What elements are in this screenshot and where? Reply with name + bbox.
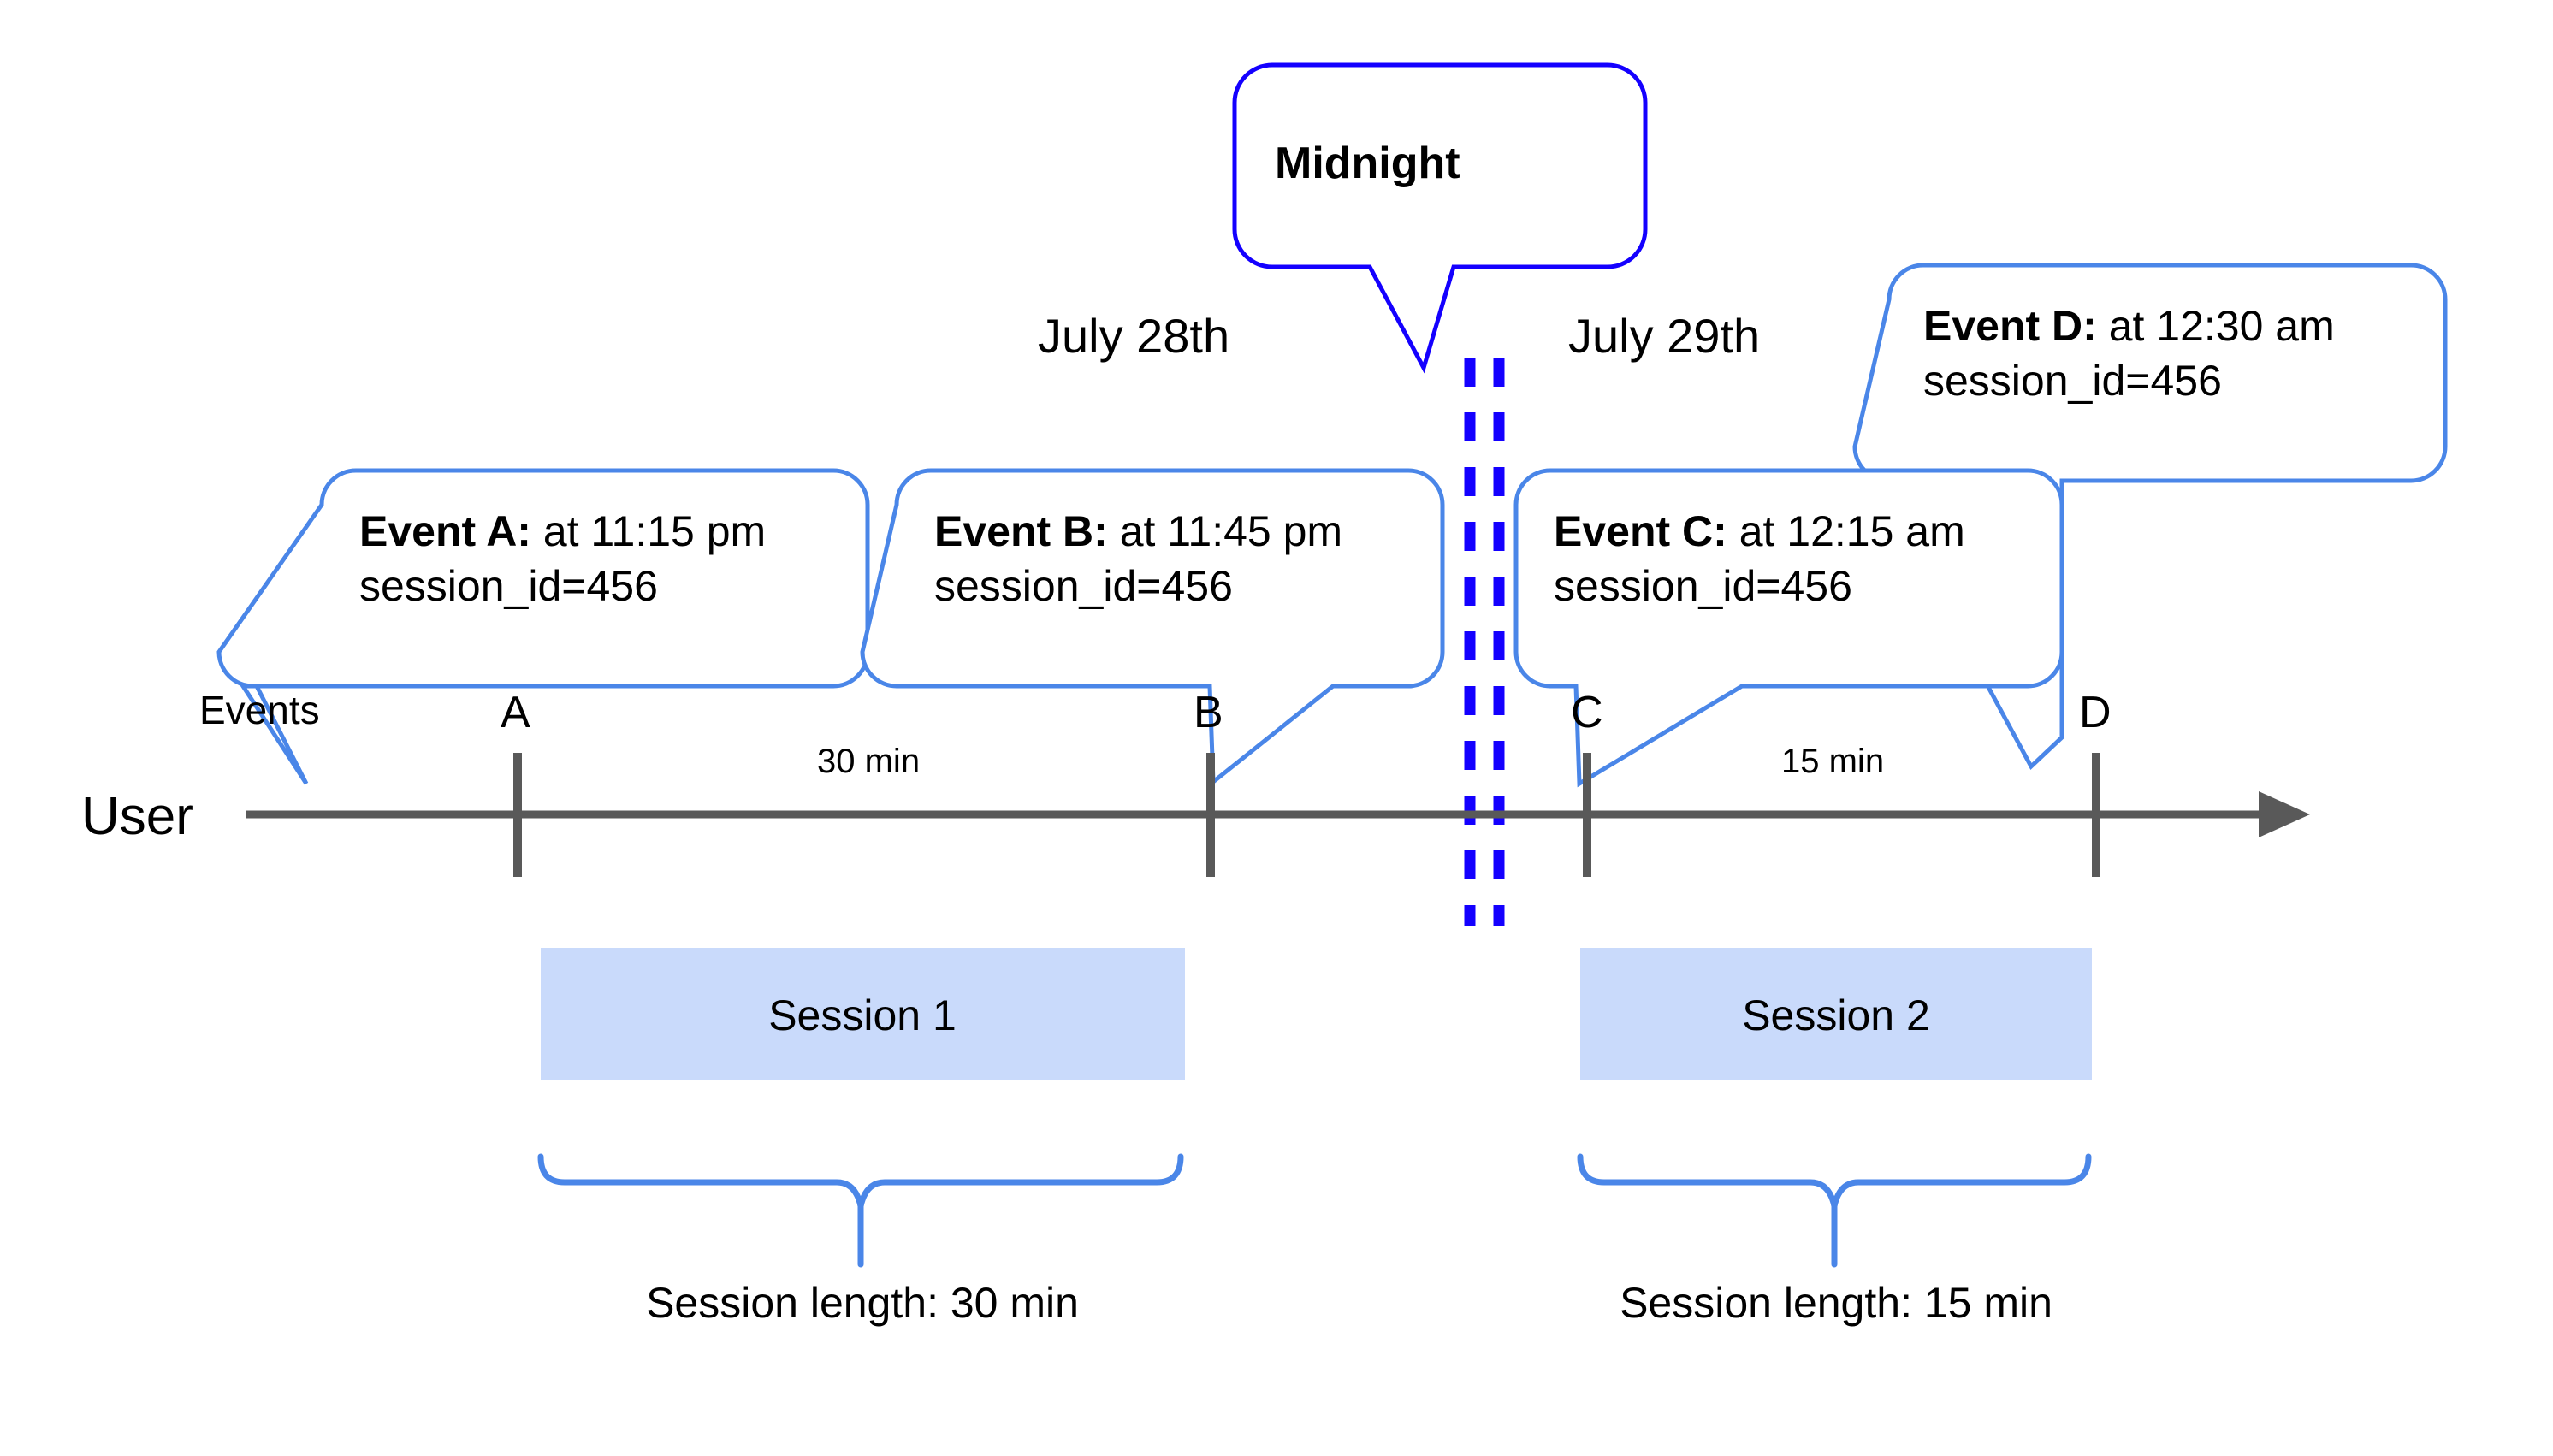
event-callout-b-shape bbox=[860, 468, 1445, 787]
event-b-title-line: Event B: at 11:45 pm bbox=[934, 507, 1342, 555]
events-row-label: Events bbox=[199, 688, 320, 732]
event-callout-c-shape bbox=[1513, 468, 2064, 788]
event-b-session: session_id=456 bbox=[934, 562, 1233, 610]
duration-label-a-to-b: 30 min bbox=[817, 743, 920, 780]
user-axis-label: User bbox=[81, 787, 193, 846]
event-a-title: Event A: bbox=[359, 507, 531, 555]
midnight-callout-shape bbox=[1232, 62, 1648, 374]
session-2-rect bbox=[1580, 948, 2092, 1080]
event-marker-label-b: B bbox=[1194, 688, 1223, 737]
session-2-bar[interactable]: Session 2 bbox=[1580, 948, 2092, 1080]
event-b-detail: at 11:45 pm bbox=[1108, 507, 1342, 555]
event-callout-b[interactable]: Event B: at 11:45 pm session_id=456 bbox=[860, 468, 1445, 787]
session-1-brace bbox=[537, 1153, 1184, 1268]
event-c-detail: at 12:15 am bbox=[1727, 507, 1965, 555]
duration-label-c-to-d: 15 min bbox=[1781, 743, 1884, 780]
event-d-session: session_id=456 bbox=[1923, 357, 2222, 405]
event-c-session: session_id=456 bbox=[1554, 562, 1852, 610]
event-a-session: session_id=456 bbox=[359, 562, 658, 610]
event-b-title: Event B: bbox=[934, 507, 1108, 555]
date-label-july-28: July 28th bbox=[1038, 309, 1229, 363]
event-tick-marks bbox=[513, 753, 2100, 877]
session-2-length-label: Session length: 15 min bbox=[1620, 1279, 2052, 1327]
user-timeline-axis: User bbox=[81, 787, 2310, 846]
date-label-july-29: July 29th bbox=[1568, 309, 1760, 363]
event-d-title-line: Event D: at 12:30 am bbox=[1923, 302, 2335, 350]
event-c-title-line: Event C: at 12:15 am bbox=[1554, 507, 1965, 555]
session-1-length-label: Session length: 30 min bbox=[646, 1279, 1079, 1327]
session-1-rect bbox=[541, 948, 1185, 1080]
midnight-divider bbox=[1464, 358, 1505, 926]
event-a-detail: at 11:15 pm bbox=[531, 507, 766, 555]
session-1-brace-path bbox=[537, 1153, 1184, 1207]
event-d-detail: at 12:30 am bbox=[2097, 302, 2335, 350]
session-1-label: Session 1 bbox=[768, 991, 957, 1039]
midnight-callout[interactable]: Midnight bbox=[1232, 62, 1648, 374]
axis-arrowhead-icon bbox=[2259, 791, 2310, 837]
session-2-brace bbox=[1577, 1153, 2092, 1268]
midnight-label: Midnight bbox=[1275, 139, 1460, 188]
session-2-brace-path bbox=[1577, 1153, 2092, 1207]
session-1-bar[interactable]: Session 1 bbox=[541, 948, 1185, 1080]
event-marker-label-c: C bbox=[1571, 688, 1603, 737]
event-a-title-line: Event A: at 11:15 pm bbox=[359, 507, 766, 555]
event-marker-label-d: D bbox=[2079, 688, 2112, 737]
event-callout-c[interactable]: Event C: at 12:15 am session_id=456 bbox=[1513, 468, 2064, 788]
event-callout-a[interactable]: Event A: at 11:15 pm session_id=456 bbox=[216, 468, 870, 785]
session-2-label: Session 2 bbox=[1742, 991, 1930, 1039]
event-d-title: Event D: bbox=[1923, 302, 2097, 350]
event-c-title: Event C: bbox=[1554, 507, 1727, 555]
event-marker-label-a: A bbox=[501, 688, 530, 737]
